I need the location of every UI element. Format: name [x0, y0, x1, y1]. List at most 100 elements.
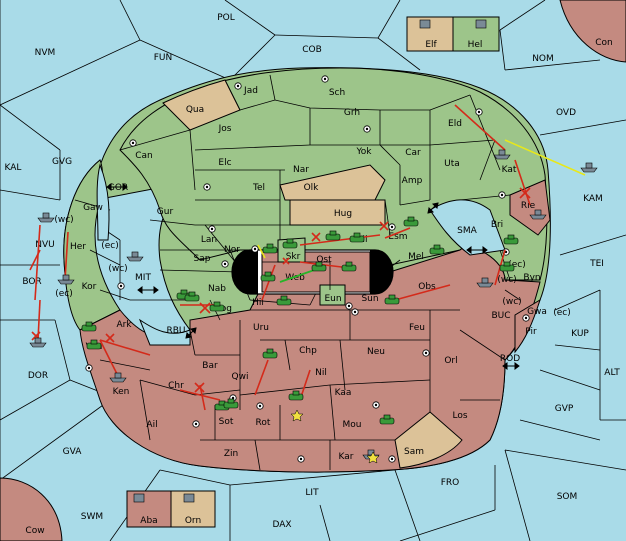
fleet-unit-icon[interactable] [126, 251, 144, 262]
province-label-lan: Lan [201, 235, 217, 245]
province-label-kor: Kor [82, 282, 97, 292]
sea-label-som: SOM [557, 492, 578, 502]
sea-channel-rbu [138, 318, 191, 346]
province-label-amp: Amp [402, 176, 423, 186]
province-label-kar: Kar [339, 452, 354, 462]
star-markers [290, 409, 380, 464]
province-label-nil: Nil [315, 368, 327, 378]
army-unit-icon[interactable] [325, 230, 341, 241]
army-unit-icon[interactable] [499, 261, 515, 272]
province-olk[interactable] [279, 164, 386, 201]
sea-label-dax: DAX [272, 520, 291, 530]
army-unit-icon[interactable] [223, 398, 239, 409]
province-sam[interactable] [394, 411, 463, 469]
province-eun[interactable] [319, 284, 346, 306]
province-label-obs: Obs [418, 282, 436, 292]
sea-label-sma: SMA [457, 226, 477, 236]
province-label-skr: Skr [286, 252, 301, 262]
province-label-mel: Mel [408, 252, 424, 262]
province-label-web: Web [285, 273, 305, 283]
supply-center-dot [374, 403, 378, 407]
army-unit-icon[interactable] [260, 271, 276, 282]
army-unit-icon[interactable] [81, 321, 97, 332]
army-unit-icon[interactable] [184, 291, 200, 302]
province-label-ken: Ken [113, 387, 130, 397]
province-label-eld: Eld [448, 119, 462, 129]
supply-center-dot [477, 110, 481, 114]
army-unit-icon[interactable] [379, 414, 395, 425]
supply-center-dot [390, 225, 394, 229]
sea-label-gvg: GVG [52, 157, 72, 167]
province-label-qua: Qua [186, 105, 204, 115]
legend-label-aba: Aba [140, 516, 157, 526]
sea-label-pol: POL [217, 13, 235, 23]
province-label-bor: BOR [22, 277, 41, 287]
passage-arrows [106, 183, 520, 370]
supply-center-dot [223, 262, 227, 266]
fleet-unit-icon[interactable] [29, 337, 47, 348]
army-unit-icon[interactable] [86, 339, 102, 350]
supply-center-dot [131, 141, 135, 145]
army-unit-icon[interactable] [262, 348, 278, 359]
sea-label-rod: ROD [500, 354, 520, 364]
province-label-sch: Sch [329, 88, 345, 98]
army-unit-icon[interactable] [262, 243, 278, 254]
sea-label-mit: MIT [135, 273, 151, 283]
province-label-gaw: Gaw [83, 203, 103, 213]
sea-label-rbu: RBU [166, 326, 185, 336]
fleet-unit-icon[interactable] [57, 274, 75, 285]
province-label-bri: Bri [491, 220, 503, 230]
province-label-nvu: NVU [35, 240, 54, 250]
army-unit-icon[interactable] [282, 238, 298, 249]
supply-center-dot [87, 366, 91, 370]
supply-center-dot [236, 84, 240, 88]
supply-center-dot [231, 396, 235, 400]
province-label-sam: Sam [404, 447, 424, 457]
army-unit-icon[interactable] [403, 216, 419, 227]
fleet-unit-icon[interactable] [580, 162, 598, 173]
province-label-zin: Zin [224, 449, 238, 459]
army-unit-icon[interactable] [429, 244, 445, 255]
province-label-rie: Rie [521, 201, 536, 211]
province-label-can: Can [135, 151, 153, 161]
fleet-unit-icon[interactable] [109, 372, 127, 383]
sea-label-gvp: GVP [555, 404, 574, 414]
province-label-ail: Ail [146, 420, 157, 430]
province-label-sun: Sun [361, 294, 378, 304]
province-label-gur: Gur [157, 207, 174, 217]
fleet-unit-icon[interactable] [37, 212, 55, 223]
province-pir[interactable] [514, 298, 541, 354]
fleet-unit-icon[interactable] [493, 149, 511, 160]
army-unit-icon[interactable] [349, 232, 365, 243]
supply-center-dot [424, 351, 428, 355]
sea-label-tei: TEI [589, 259, 604, 269]
fleet-unit-icon[interactable] [529, 209, 547, 220]
army-unit-icon[interactable] [384, 294, 400, 305]
sea-label-gva: GVA [63, 447, 83, 457]
center-oval-right-cap [370, 250, 393, 294]
coast-label: (wc) [108, 264, 127, 274]
province-label-qwi: Qwi [232, 372, 249, 382]
province-label-hil: Hil [252, 298, 264, 308]
coast-label: (ec) [101, 241, 119, 251]
center-oval-left-cap [232, 250, 258, 294]
fleet-unit-icon[interactable] [476, 277, 494, 288]
province-label-kat: Kat [502, 165, 517, 175]
sea-label-kam: KAM [583, 194, 603, 204]
province-rie[interactable] [509, 179, 551, 236]
sea-label-cow: Cow [25, 526, 44, 536]
army-unit-icon[interactable] [276, 295, 292, 306]
army-unit-icon[interactable] [288, 390, 304, 401]
army-unit-icon[interactable] [341, 261, 357, 272]
supply-center-dot [299, 457, 303, 461]
province-label-orl: Orl [444, 356, 457, 366]
province-label-grh: Grh [344, 108, 360, 118]
sea-label-nom: NOM [532, 54, 554, 64]
army-unit-icon[interactable] [503, 234, 519, 245]
army-unit-icon[interactable] [311, 261, 327, 272]
army-unit-icon[interactable] [209, 301, 225, 312]
sea-label-ovd: OVD [556, 108, 576, 118]
coast-label: (wc) [54, 215, 73, 225]
coast-label: (wc) [497, 275, 516, 285]
